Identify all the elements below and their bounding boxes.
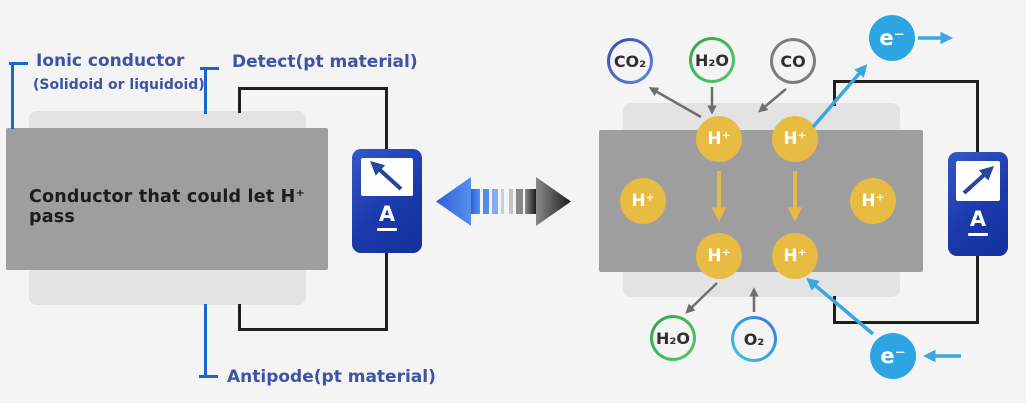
right-ammeter-dial — [956, 161, 1000, 201]
detect-electrode-label: Detect(pt material) — [232, 52, 418, 72]
proton-bottom-left: H⁺ — [696, 233, 742, 279]
right-circuit-wire-right-upper — [976, 80, 979, 154]
proton-middle-right: H⁺ — [850, 178, 896, 224]
right-circuit-wire-top — [833, 80, 979, 83]
needle-up-right-icon — [962, 166, 994, 195]
detect-bracket-line — [204, 67, 207, 114]
proton-label: H⁺ — [783, 246, 807, 266]
ionic-conductor-label: Ionic conductor — [36, 51, 185, 71]
h2o-label: H₂O — [695, 50, 729, 70]
bottom-white-strip — [0, 403, 1026, 410]
right-ammeter: A — [948, 152, 1008, 256]
ionic-bracket-tick — [9, 62, 28, 65]
right-circuit-wire-right-lower — [976, 253, 979, 324]
antipode-bracket-tick — [199, 375, 218, 378]
left-circuit-wire-right-upper — [385, 87, 388, 151]
proton-middle-left: H⁺ — [620, 178, 666, 224]
proton-bottom-right: H⁺ — [772, 233, 818, 279]
left-circuit-wire-bottom-stub — [238, 304, 241, 331]
h2o-molecule-bottom: H₂O — [650, 315, 696, 361]
co2-label: CO₂ — [613, 51, 647, 71]
detect-bracket-tick — [200, 67, 219, 70]
proton-label: H⁺ — [631, 191, 655, 211]
proton-top-left: H⁺ — [696, 116, 742, 162]
electron-label: e⁻ — [879, 26, 905, 50]
o2-label: O₂ — [743, 329, 765, 349]
electron-label: e⁻ — [880, 344, 906, 368]
right-ammeter-underline — [968, 233, 988, 236]
electron-bottom: e⁻ — [870, 333, 916, 379]
left-circuit-wire-right-lower — [385, 250, 388, 331]
proton-label: H⁺ — [783, 129, 807, 149]
electron-top: e⁻ — [869, 15, 915, 61]
o2-molecule: O₂ — [731, 316, 777, 362]
ionic-conductor-sublabel: (Solidoid or liquidoid) — [33, 77, 205, 93]
ionic-bracket-line — [11, 62, 14, 129]
right-circuit-wire-bottom-stub — [833, 296, 836, 324]
right-ammeter-label: A — [969, 207, 987, 231]
antipode-bracket-line — [204, 304, 207, 378]
left-ammeter: A — [352, 149, 422, 253]
h2o-molecule-top: H₂O — [689, 37, 735, 83]
proton-label: H⁺ — [707, 246, 731, 266]
needle-up-left-icon — [370, 161, 403, 191]
co-label: CO — [780, 51, 806, 71]
left-circuit-wire-top — [238, 87, 388, 90]
bidirectional-equivalence-arrow-icon — [436, 177, 571, 226]
proton-label: H⁺ — [707, 129, 731, 149]
co-molecule: CO — [770, 38, 816, 84]
left-ammeter-underline — [377, 228, 397, 231]
proton-top-right: H⁺ — [772, 116, 818, 162]
left-circuit-wire-top-stub — [238, 87, 241, 113]
antipode-electrode-label: Antipode(pt material) — [227, 367, 436, 387]
right-circuit-wire-bottom — [833, 321, 979, 324]
conductor-caption: Conductor that could let H⁺ pass — [29, 187, 305, 227]
h2o-label: H₂O — [656, 328, 690, 348]
left-ammeter-dial — [361, 158, 413, 196]
left-ammeter-label: A — [378, 202, 396, 226]
proton-label: H⁺ — [861, 191, 885, 211]
left-circuit-wire-bottom — [238, 328, 388, 331]
left-ionic-conductor-block — [6, 128, 328, 270]
co2-molecule: CO₂ — [607, 38, 653, 84]
right-circuit-wire-top-stub — [833, 80, 836, 106]
